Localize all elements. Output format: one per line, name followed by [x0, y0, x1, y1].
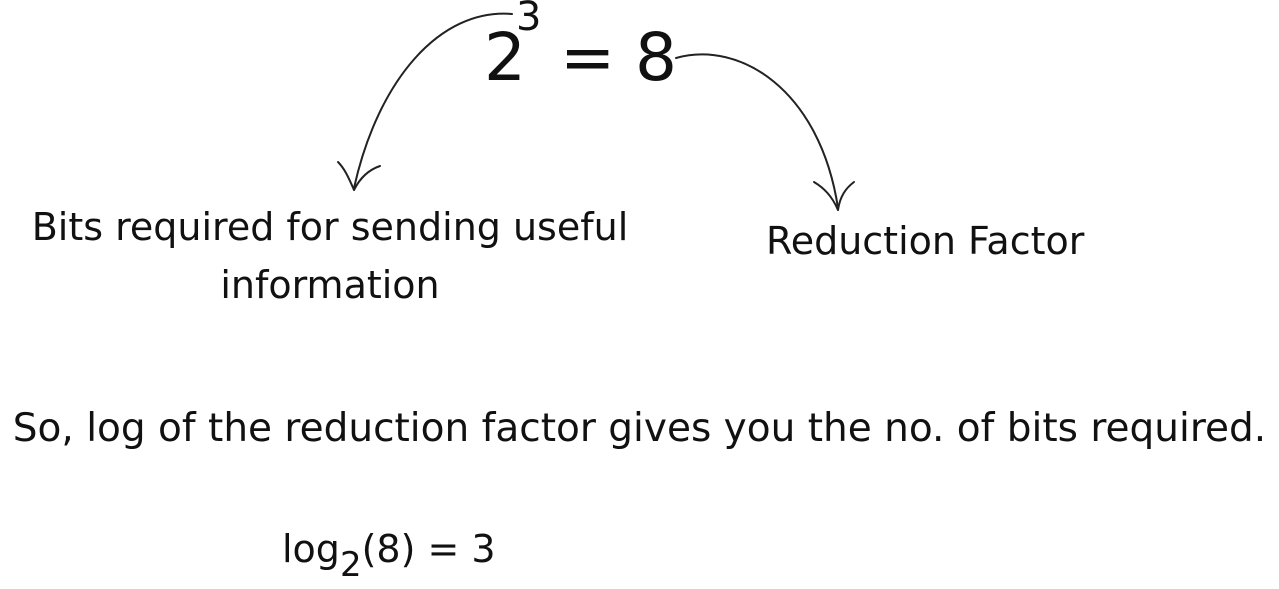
curved-arrow-icon — [337, 12, 513, 191]
log-result: = 3 — [415, 527, 496, 571]
equation-operator: = — [560, 19, 616, 96]
equation-exponent: 3 — [516, 0, 542, 40]
conclusion-text: So, log of the reduction factor gives yo… — [12, 406, 1267, 451]
bits-label: Bits required for sending useful informa… — [31, 205, 629, 307]
log-func: log — [282, 527, 340, 571]
log-formula: log2(8) = 3 — [282, 522, 496, 585]
equation-base: 2 — [484, 19, 526, 96]
log-base: 2 — [339, 545, 362, 585]
equation-result: 8 — [635, 19, 677, 96]
reduction-factor-label: Reduction Factor — [766, 219, 1085, 263]
curved-arrow-icon — [675, 53, 855, 211]
log-argument: (8) — [361, 527, 416, 571]
